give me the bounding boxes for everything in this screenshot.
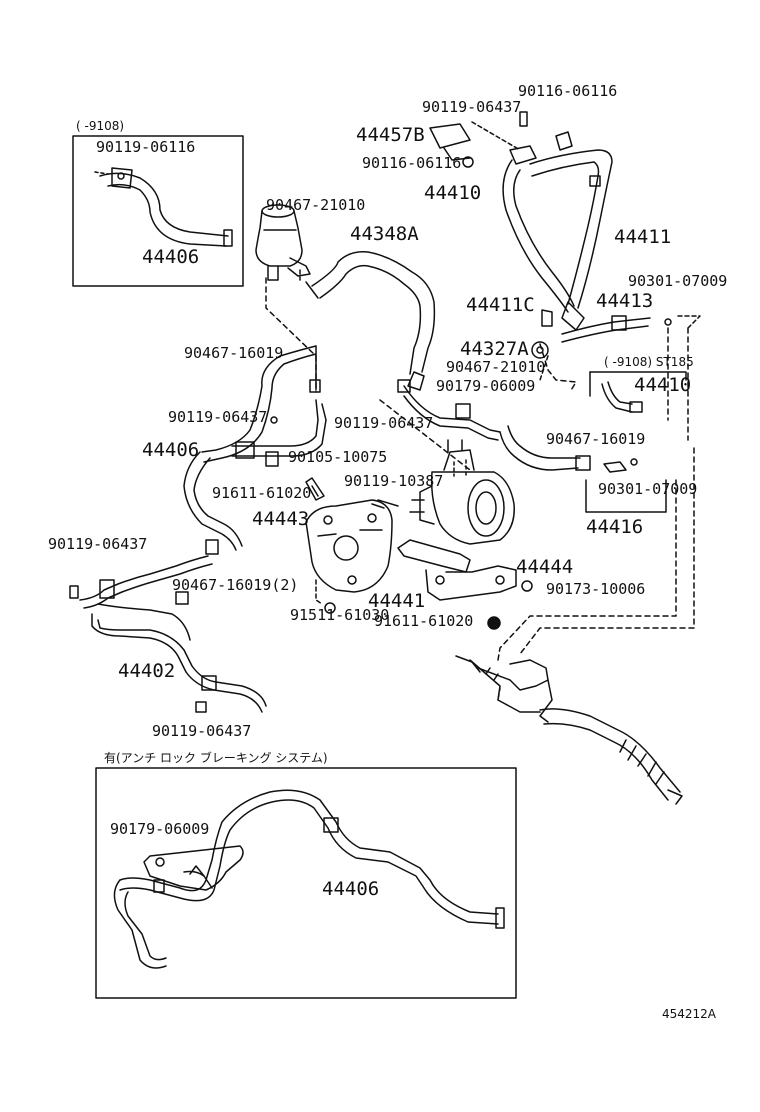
label-90119-06437-b: 90119-06437	[168, 408, 268, 426]
hose-44348A	[306, 252, 434, 390]
nut-91611-61020	[488, 617, 500, 629]
label-44406: 44406	[142, 439, 200, 461]
label-44441: 44441	[368, 590, 426, 612]
label-90105-10075: 90105-10075	[288, 448, 388, 466]
label-90467-21010-b: 90467-21010	[446, 358, 546, 376]
label-abs-90179-06009: 90179-06009	[110, 820, 210, 838]
fitting-44327A	[532, 342, 548, 358]
inset-box-abs	[96, 768, 516, 998]
bracket-44443	[306, 500, 392, 592]
label-44413: 44413	[596, 290, 654, 312]
hose-44406-main	[184, 346, 500, 554]
label-44411C: 44411C	[466, 294, 535, 316]
hose-44410	[503, 146, 574, 312]
abs-hose-44406	[114, 790, 504, 968]
label-inset-top-hose: 44406	[142, 246, 200, 268]
power-steering-pump	[410, 440, 514, 544]
pressure-hose	[500, 426, 590, 470]
label-90467-16019-c: 90467-16019(2)	[172, 576, 299, 594]
label-90301-07009-b: 90301-07009	[598, 480, 698, 498]
label-90116-06116-mid: 90116-06116	[362, 154, 462, 172]
bracket-44444	[398, 540, 516, 600]
label-44410-b: 44410	[634, 374, 692, 396]
label-inset-top-bolt: 90119-06116	[96, 138, 196, 156]
label-44348A: 44348A	[350, 223, 419, 245]
label-90301-07009-a: 90301-07009	[628, 272, 728, 290]
label-91511-61030: 91511-61030	[290, 606, 390, 624]
label-abs-44406: 44406	[322, 878, 380, 900]
inset-hose-44406	[95, 168, 232, 246]
inset-box-top-left	[73, 136, 243, 286]
label-range-st185: ( -9108) ST185	[604, 355, 694, 369]
label-44410: 44410	[424, 182, 482, 204]
label-44416: 44416	[586, 516, 644, 538]
bracket-44457B	[430, 124, 473, 167]
label-44411: 44411	[614, 226, 672, 248]
label-90119-10387: 90119-10387	[344, 472, 444, 490]
label-44327A: 44327A	[460, 338, 529, 360]
label-90179-06009-a: 90179-06009	[436, 377, 536, 395]
figure-id: 454212A	[662, 1007, 717, 1021]
label-90119-06437-top: 90119-06437	[422, 98, 522, 116]
label-44457B: 44457B	[356, 124, 425, 146]
reservoir-tank	[256, 205, 310, 280]
label-90116-06116-top: 90116-06116	[518, 82, 618, 100]
label-90467-16019-b: 90467-16019	[546, 430, 646, 448]
label-90467-16019-a: 90467-16019	[184, 344, 284, 362]
label-90173-10006: 90173-10006	[546, 580, 646, 598]
steering-gear-rack	[456, 656, 682, 804]
label-90119-06437-e: 90119-06437	[152, 722, 252, 740]
label-90119-06437-d: 90119-06437	[48, 535, 148, 553]
label-44402: 44402	[118, 660, 176, 682]
label-90119-06437-c: 90119-06437	[334, 414, 434, 432]
label-44443: 44443	[252, 508, 310, 530]
return-pipe-44402	[80, 556, 266, 712]
label-abs-caption: 有(アンチ ロック ブレーキング システム)	[104, 751, 328, 765]
label-44444: 44444	[516, 556, 574, 578]
label-90467-21010-a: 90467-21010	[266, 196, 366, 214]
label-inset-top-range: ( -9108)	[76, 119, 125, 133]
label-91611-61020-a: 91611-61020	[212, 484, 312, 502]
label-91611-61020-b: 91611-61020	[374, 612, 474, 630]
pipe-44413	[562, 316, 650, 342]
